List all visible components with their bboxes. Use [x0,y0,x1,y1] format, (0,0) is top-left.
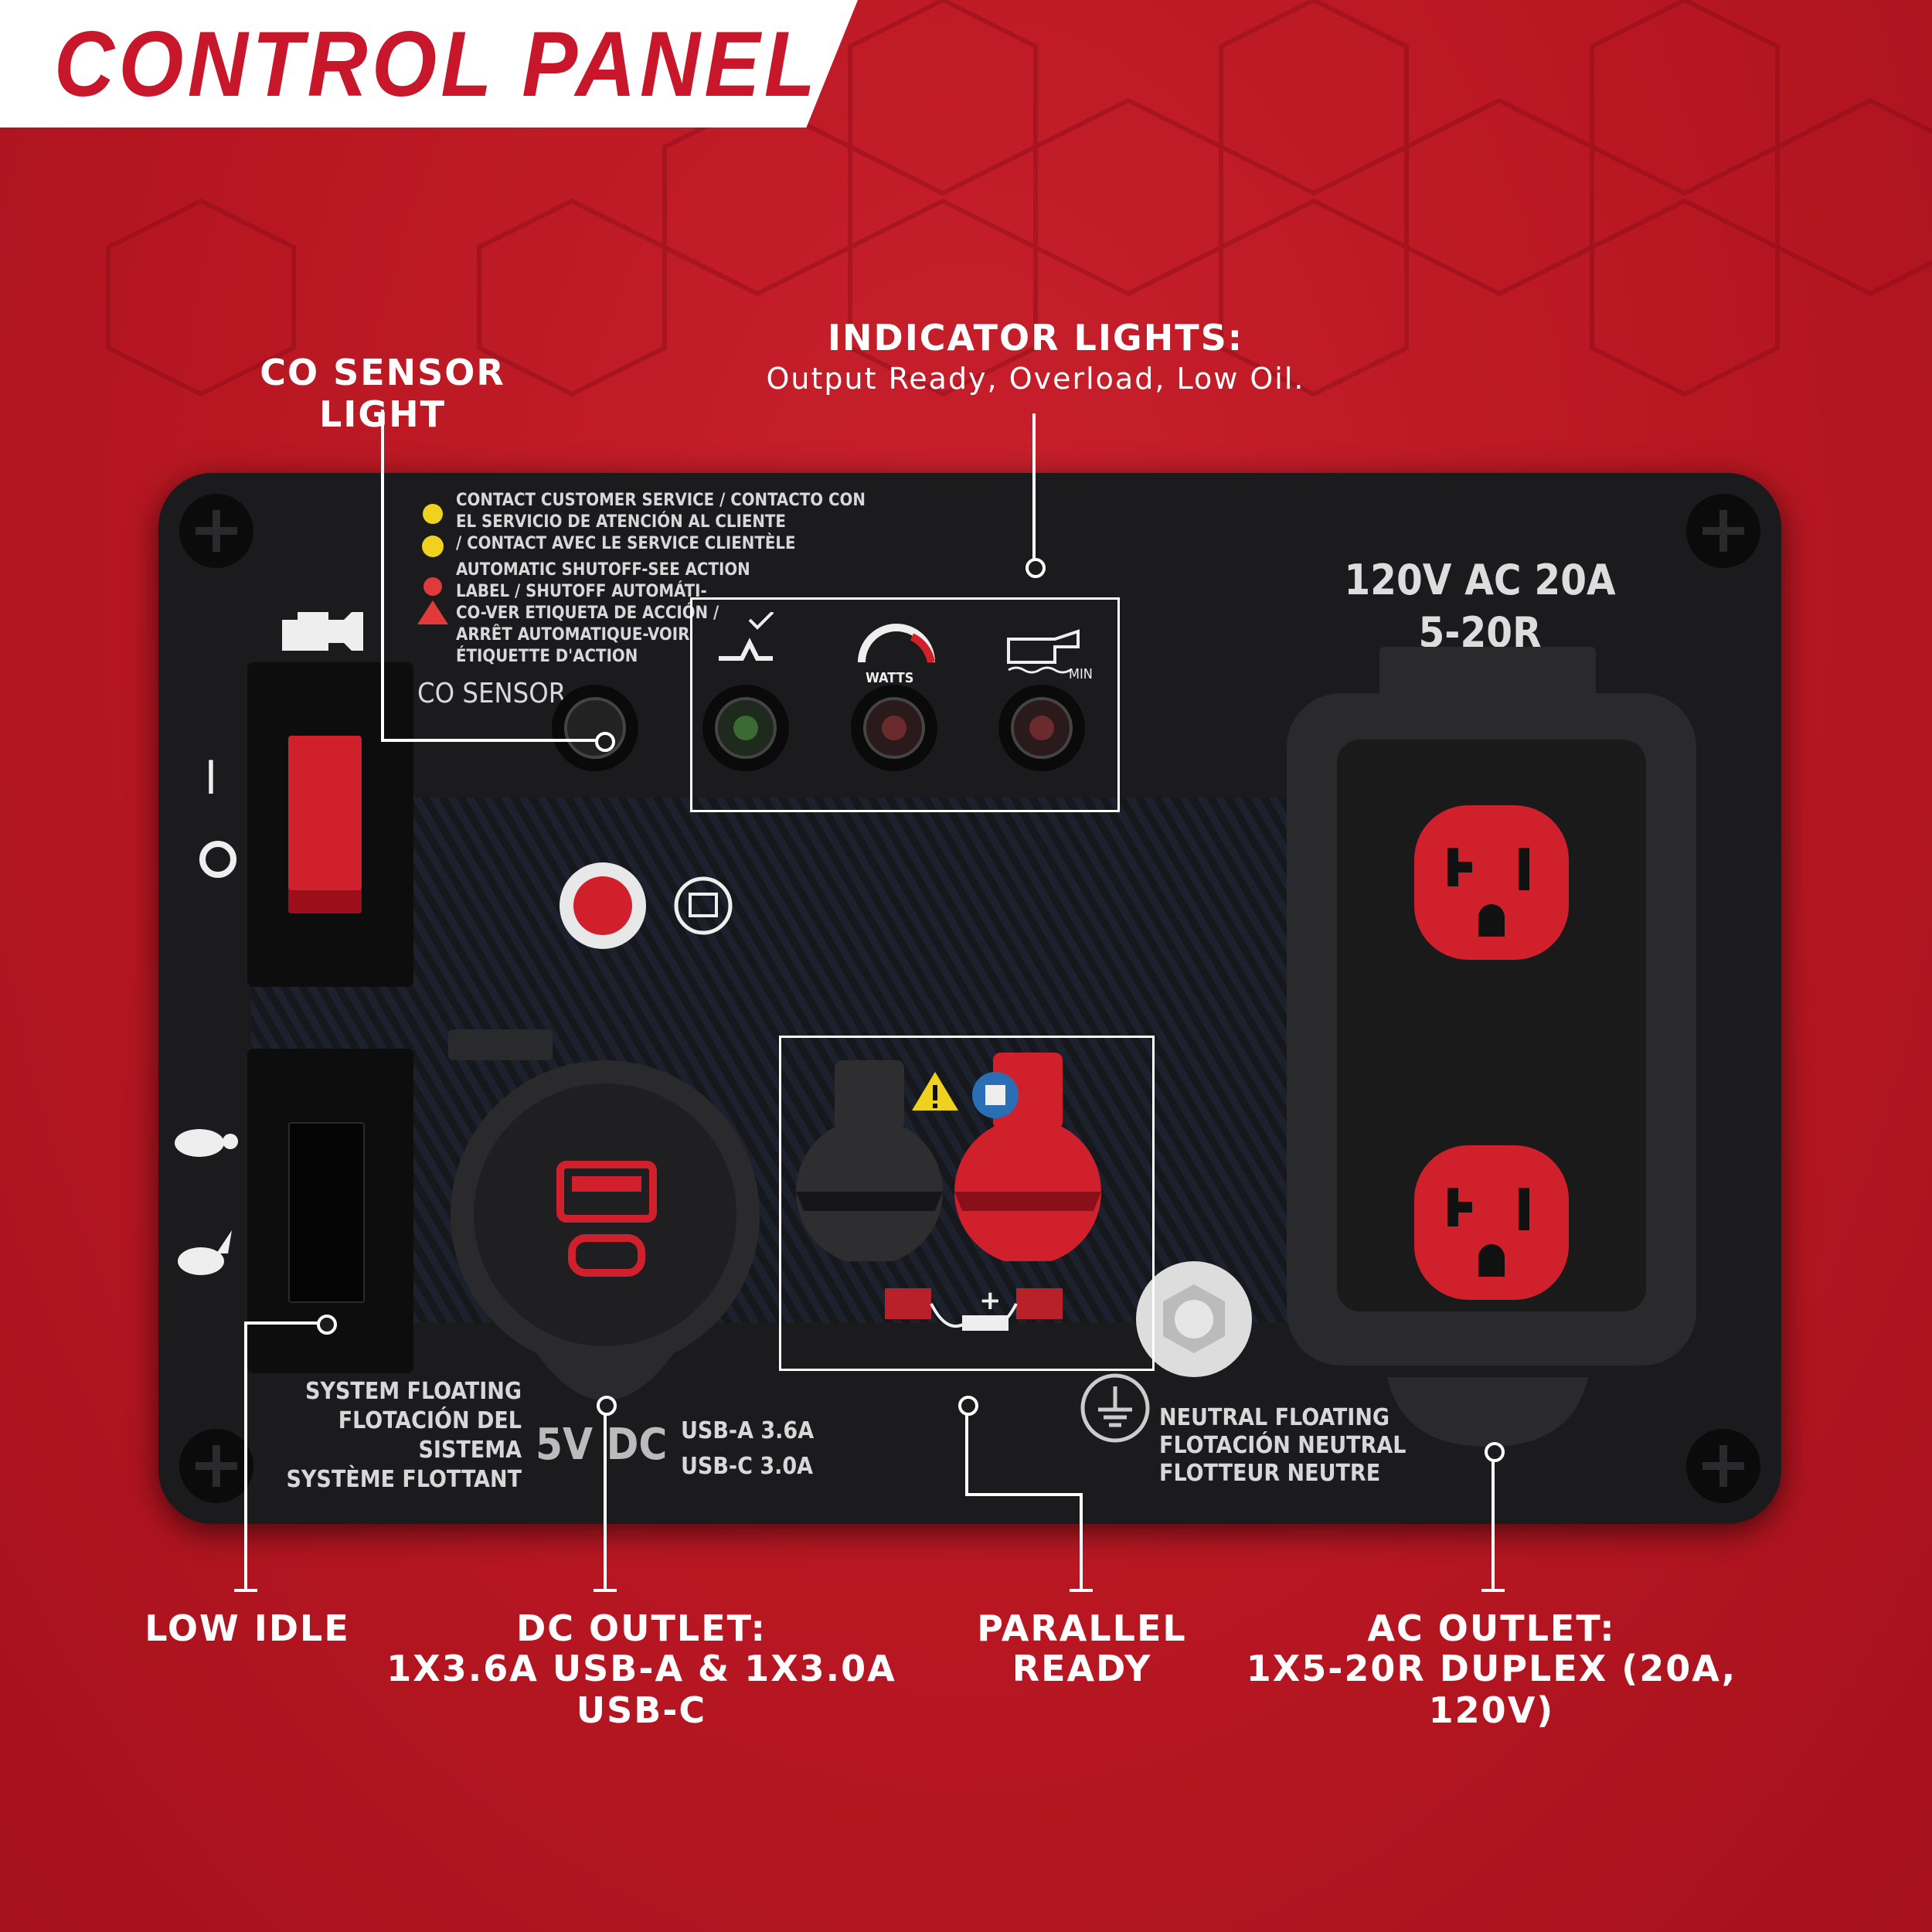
low-idle-label: LOW IDLE [145,1607,350,1649]
engine-icon [282,612,363,651]
ac-outlet-detail: 1X5-20R DUPLEX (20A, 120V) [1246,1648,1737,1731]
hexagon-texture [106,0,1932,397]
parallel-highlight-box [779,1036,1155,1371]
warning-line: ARRÊT AUTOMATIQUE-VOIR [456,625,690,645]
parallel-detail: READY [1012,1648,1152,1689]
usb-c-rating: USB-C 3.0A [681,1453,814,1480]
min-label: MIN [1069,666,1093,682]
caution-icon [912,1072,958,1111]
system-floating-line: FLOTACIÓN DEL SISTEMA [338,1407,522,1464]
svg-text:+: + [979,1285,1002,1316]
indicator-lights-subtitle: Output Ready, Overload, Low Oil. [766,362,1305,396]
turtle-icon [175,1129,238,1157]
red-light-icon [423,577,442,596]
low-idle-leader [244,1321,247,1592]
low-idle-leader-cap [234,1589,257,1592]
reset-outlet-icon [674,876,733,935]
system-floating-line: SYSTEM FLOATING [305,1378,522,1405]
neutral-floating-text: NEUTRAL FLOATING FLOTACIÓN NEUTRAL FLOTT… [1159,1404,1406,1488]
dc-outlet-leader [604,1403,607,1592]
dc-outlet-label: DC OUTLET: [516,1607,767,1649]
parallel-leader [965,1403,968,1495]
output-ready-light [702,685,789,771]
parallel-leader-cap [1070,1589,1093,1592]
co-sensor-light [552,685,638,771]
neutral-floating-line: FLOTACIÓN NEUTRAL [1159,1432,1406,1459]
light-icon [423,504,443,524]
rabbit-icon [178,1230,232,1275]
parallel-leader [1080,1493,1083,1592]
parallel-label: PARALLEL [977,1607,1187,1649]
ac-cover-latch[interactable] [1379,1369,1596,1454]
phone-icon [422,536,444,557]
co-sensor-leader-dot [595,732,615,752]
parallel-leader-dot [958,1396,978,1416]
indicator-highlight-box [690,597,1120,812]
low-idle-switch[interactable] [288,1122,365,1303]
co-sensor-leader [381,410,384,742]
screw-icon [1686,1429,1760,1503]
manual-icon [972,1072,1019,1118]
switch-on-label: I [205,751,217,805]
screw-icon [1686,494,1760,568]
title-banner [0,0,858,128]
warning-line: / CONTACT AVEC LE SERVICE CLIENTÈLE [456,534,796,553]
ac-receptacle-bottom[interactable] [1410,1141,1573,1304]
ac-rating-line: 120V AC 20A [1344,556,1616,604]
dc-voltage-label: 5V DC [536,1420,668,1470]
ground-bolt [1136,1261,1252,1377]
co-sensor-label: CO SENSOR [417,678,566,709]
dc-outlet-leader-cap [594,1589,617,1592]
parallel-black-terminal[interactable] [788,1060,951,1261]
warning-line: EL SERVICIO DE ATENCIÓN AL CLIENTE [456,512,786,532]
dc-outlet-cover[interactable] [444,1060,769,1447]
screw-icon [179,494,253,568]
warning-line: AUTOMATIC SHUTOFF-SEE ACTION [456,560,750,580]
overload-light [851,685,937,771]
ground-symbol-icon [1080,1373,1150,1443]
warning-line: CO-VER ETIQUETA DE ACCIÓN / [456,604,719,623]
indicator-leader [1032,413,1036,560]
dc-outlet-detail: 1X3.6A USB-A & 1X3.0A USB-C [386,1648,896,1731]
warning-triangle-icon [417,600,448,624]
ac-outlet-leader [1492,1449,1495,1592]
gauge-icon [858,624,935,664]
engine-switch[interactable] [288,736,362,913]
service-warning-text: CONTACT CUSTOMER SERVICE / CONTACTO CON … [456,490,866,555]
ac-rating-text: 120V AC 20A 5-20R [1302,554,1658,659]
output-ready-icon [719,612,774,661]
ac-outlet-leader-cap [1481,1589,1505,1592]
warning-line: LABEL / SHUTOFF AUTOMÁTI- [456,582,707,601]
shutoff-warning-text: AUTOMATIC SHUTOFF-SEE ACTION LABEL / SHU… [456,560,750,668]
dc-cover-hinge [448,1029,553,1060]
control-panel-faceplate: I CONTACT CUSTOMER SERVICE / CONTACTO CO… [158,473,1781,1524]
neutral-floating-line: NEUTRAL FLOATING [1159,1404,1390,1431]
ac-outlet-leader-dot [1485,1442,1505,1462]
warning-line: ÉTIQUETTE D'ACTION [456,647,638,666]
oil-can-icon [1007,629,1080,674]
low-oil-light [998,685,1085,771]
battery-connect-icon: + [885,1285,1063,1331]
ac-outlet-label: AC OUTLET: [1367,1607,1616,1649]
system-floating-text: SYSTEM FLOATING FLOTACIÓN DEL SISTEMA SY… [251,1377,522,1495]
low-idle-leader-dot [317,1315,337,1335]
switch-off-icon [199,841,236,878]
ac-cover-hinge [1379,647,1596,697]
low-idle-leader [244,1321,321,1325]
reset-button[interactable] [556,859,649,952]
system-floating-line: SYSTÈME FLOTTANT [286,1466,522,1493]
parallel-leader [965,1493,1083,1496]
watts-label: WATTS [866,670,914,686]
dc-outlet-leader-dot [597,1396,617,1416]
page-title: CONTROL PANEL [54,12,820,116]
neutral-floating-line: FLOTTEUR NEUTRE [1159,1460,1381,1487]
usb-a-rating: USB-A 3.6A [681,1417,815,1444]
co-sensor-leader [381,739,597,742]
indicator-lights-label: INDICATOR LIGHTS: [827,317,1244,359]
warning-line: CONTACT CUSTOMER SERVICE / CONTACTO CON [456,491,866,510]
indicator-leader-dot [1026,558,1046,578]
ac-receptacle-top[interactable] [1410,801,1573,964]
screw-icon [179,1429,253,1503]
